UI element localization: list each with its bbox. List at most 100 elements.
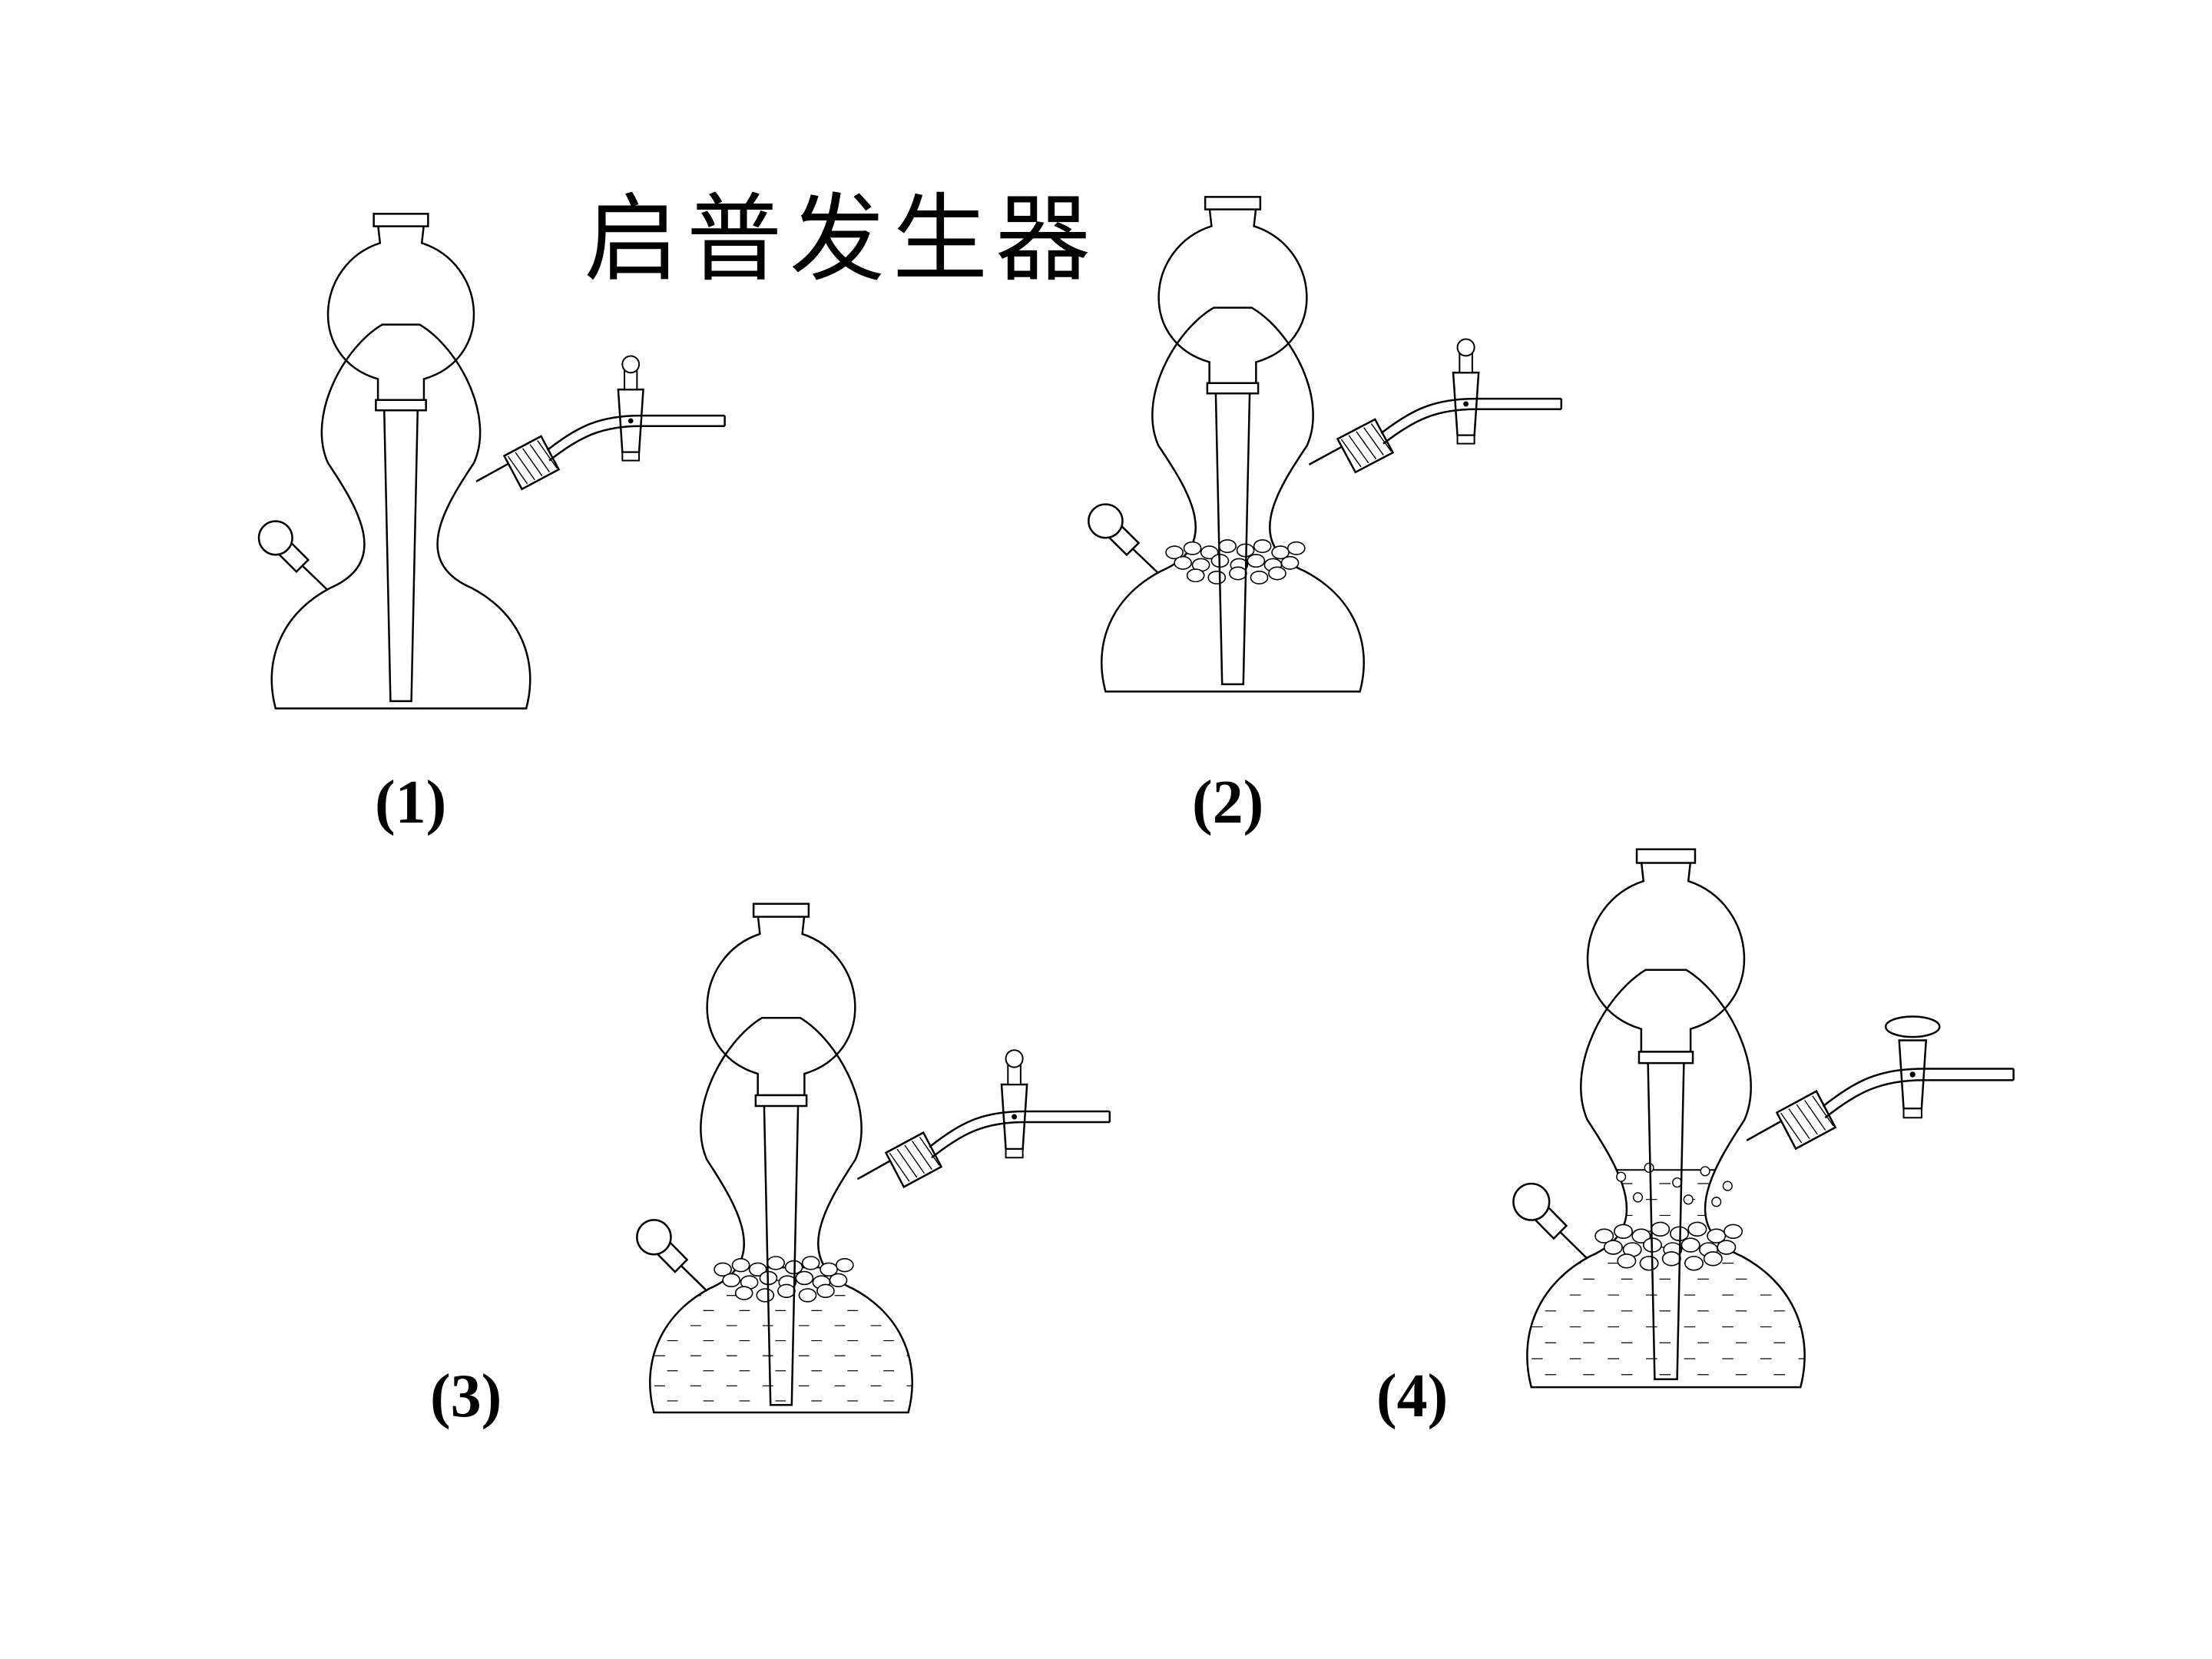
solid-granule [803, 1257, 820, 1270]
stopcock-tail [622, 452, 639, 461]
gas-bubble [1644, 1163, 1654, 1172]
solid-granule [1604, 1240, 1622, 1254]
delivery-tube-inner [932, 1122, 1110, 1157]
stopper-body [1777, 1091, 1835, 1149]
gas-bubble [1723, 1181, 1732, 1190]
stopper-body [504, 436, 558, 489]
solid-granule [1254, 540, 1271, 552]
solid-granule [1288, 542, 1305, 555]
drain-neck [677, 1262, 707, 1291]
stopper-hatch [538, 439, 557, 470]
solid-granule [1717, 1240, 1735, 1254]
funnel-rim [1637, 849, 1695, 863]
solid-granule [1685, 1257, 1703, 1270]
gas-bubble [1673, 1178, 1682, 1187]
stopcock-tail [1458, 435, 1475, 444]
panel-label-1: (1) [375, 769, 447, 836]
solid-granule [1281, 557, 1298, 569]
funnel-joint [1639, 1051, 1693, 1063]
solid-granule [1174, 557, 1191, 569]
solid-granule [1707, 1229, 1725, 1243]
panel-label-4: (4) [1376, 1363, 1449, 1430]
funnel-rim [374, 214, 429, 226]
stopper-hatch [1371, 422, 1391, 453]
apparatus-3 [622, 891, 1152, 1450]
solid-granule [714, 1263, 731, 1276]
solid-granule [1230, 567, 1247, 579]
stopcock-bore [1909, 1071, 1916, 1078]
solid-granule [1681, 1238, 1699, 1252]
stopper-hatch [919, 1135, 939, 1167]
drain-knob [1088, 505, 1122, 538]
stopper-hatch [530, 442, 549, 474]
stopcock-knob [1006, 1050, 1023, 1067]
panel-label-2: (2) [1192, 769, 1264, 836]
solid-granule [1184, 542, 1201, 555]
funnel-rim [753, 904, 809, 917]
funnel-stem [384, 410, 418, 701]
funnel-stem [1216, 393, 1250, 684]
stopcock-bore [628, 418, 634, 424]
gas-bubble [1634, 1193, 1643, 1202]
stopper-hatch [1796, 1102, 1817, 1137]
rubber-stopper [1777, 1091, 1835, 1149]
solid-granule [778, 1284, 795, 1297]
drain-knob [259, 522, 293, 555]
apparatus-4 [1498, 836, 2058, 1427]
gas-bubble [1700, 1167, 1710, 1176]
stopcock-knob [1458, 339, 1475, 356]
solid-granule [736, 1286, 753, 1300]
solid-granule [733, 1259, 750, 1272]
stopper-body [1337, 419, 1392, 472]
apparatus-1 [244, 201, 767, 745]
solid-granule [1724, 1224, 1742, 1238]
stopper-hatch [1349, 433, 1369, 465]
rubber-stopper [886, 1133, 941, 1187]
stopper-hatch [1781, 1111, 1802, 1145]
lower-vessel-outline [650, 1018, 912, 1412]
delivery-tube [547, 416, 724, 450]
stopper-hatch [1356, 429, 1376, 461]
stopper-hatch [508, 454, 527, 485]
solid-granule [1166, 546, 1183, 558]
delivery-tube-inner [1383, 409, 1561, 444]
solid-granule [723, 1273, 740, 1286]
stopper-hatch [905, 1143, 925, 1175]
solid-granule [1704, 1252, 1722, 1266]
gas-bubble [1712, 1197, 1721, 1207]
stopcock-knob [622, 356, 639, 373]
stopper-hatch [523, 446, 542, 478]
funnel-joint [1207, 383, 1258, 394]
solid-granule [1269, 567, 1286, 579]
stopper-hatch [515, 450, 535, 482]
solid-granule [1247, 555, 1264, 567]
stopper-hatch [912, 1139, 932, 1171]
solid-granule [750, 1263, 767, 1276]
stopcock-handle-closed [1886, 1016, 1939, 1037]
panel-label-3: (3) [430, 1363, 502, 1430]
stopcock-bore [1463, 401, 1469, 407]
drain-neck [1129, 545, 1159, 574]
solid-granule [1614, 1224, 1632, 1238]
stopper-hatch [889, 1151, 909, 1184]
diagram-title: 启普发生器 [584, 184, 1099, 295]
stopper-hatch [1813, 1094, 1833, 1128]
solid-granule [1618, 1254, 1635, 1268]
solid-granule [1201, 546, 1218, 558]
solid-granule [817, 1284, 834, 1297]
funnel-bulb [707, 915, 856, 1095]
drain-neck [1556, 1228, 1588, 1259]
stopcock-tail [1904, 1108, 1922, 1118]
solid-granule [820, 1263, 837, 1276]
solid-granule [1272, 546, 1289, 558]
delivery-tube [929, 1111, 1110, 1147]
delivery-tube [1823, 1069, 2013, 1107]
delivery-tube [1381, 399, 1561, 433]
solid-granule [796, 1272, 813, 1285]
lower-vessel-outline [272, 325, 531, 709]
drain-knob [637, 1220, 671, 1254]
stopcock-bore [1012, 1114, 1018, 1120]
funnel-bulb [1159, 207, 1307, 383]
solid-granule [1250, 571, 1267, 584]
